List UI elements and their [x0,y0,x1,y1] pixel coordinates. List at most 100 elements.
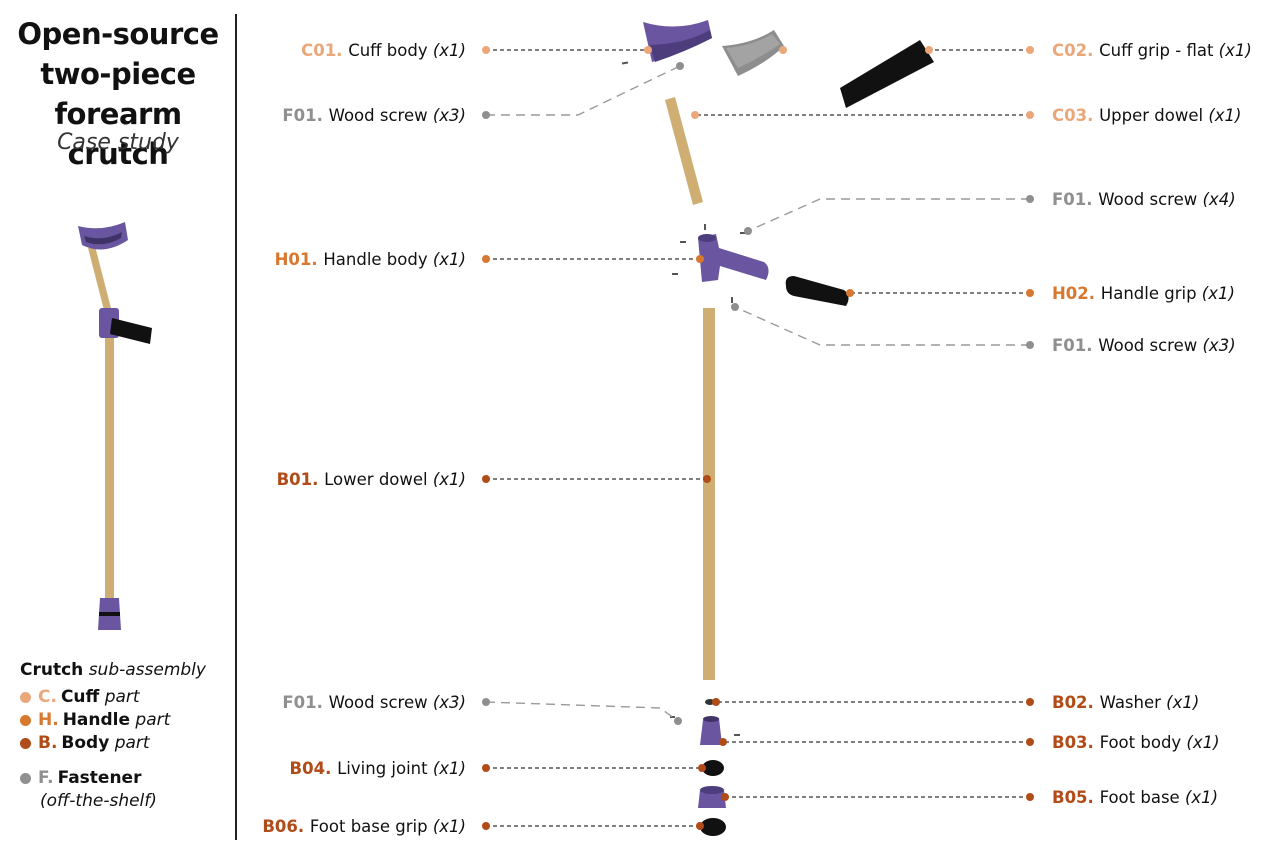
title-line: Open-source [17,17,219,51]
screw-icon [670,716,675,718]
leader-line-f01b [747,198,1030,232]
part-qty: (x1) [1185,788,1218,807]
part-label-h02: H02. Handle grip (x1) [1052,284,1235,303]
part-label-f01a: F01. Wood screw (x3) [282,106,466,125]
part-code: B01. [277,470,325,489]
part-label-c01: C01. Cuff body (x1) [301,41,466,60]
legend-name: Cuff [60,687,100,707]
leader-dot-icon [925,46,933,54]
part-name: Lower dowel [324,470,433,489]
part-code: F01. [282,106,328,125]
part-qty: (x1) [1186,733,1219,752]
legend-fastener-note: (off-the-shelf) [40,791,157,811]
part-label-b04: B04. Living joint (x1) [290,759,466,778]
leader-dot-icon [703,475,711,483]
part-name: Foot base [1100,788,1185,807]
leader-dot-icon [1026,698,1034,706]
part-qty: (x1) [433,250,466,269]
page-subtitle: Case study [57,130,179,155]
screw-icon [734,734,740,736]
page-title: Open-source two-piece forearm crutch [0,14,236,174]
title-line: forearm crutch [54,97,182,171]
part-code: C01. [301,41,348,60]
leader-dot-icon [482,822,490,830]
part-code: B05. [1052,788,1100,807]
legend-item-fastener: F.Fastener [20,767,230,790]
legend-name: Body [61,733,110,753]
screw-icon [680,241,686,243]
screw-icon [672,273,678,275]
leader-dot-icon [1026,793,1034,801]
leader-dot-icon [779,46,787,54]
part-name: Upper dowel [1099,106,1208,125]
screw-icon [731,297,733,303]
part-qty: (x1) [433,759,466,778]
screw-icons [621,61,746,736]
part-name: Wood screw [1098,336,1202,355]
legend-item-cuff: C.Cuff part [20,686,230,709]
part-label-b03: B03. Foot body (x1) [1052,733,1220,752]
part-qty: (x1) [433,41,466,60]
cuff-grip-part-light [726,34,780,68]
screw-icon [704,224,706,230]
part-qty: (x3) [433,106,466,125]
part-code: B03. [1052,733,1100,752]
leader-line-f01d [485,701,679,722]
foot-base-grip-part [700,818,726,836]
part-name: Wood screw [329,693,433,712]
leader-dot-icon [482,698,490,706]
part-name: Wood screw [1098,190,1202,209]
leader-dot-icon [696,822,704,830]
foot-body-part [700,718,722,745]
part-code: H02. [1052,284,1101,303]
part-code: B04. [290,759,338,778]
part-qty: (x1) [1219,41,1252,60]
leader-dot-icon [482,111,490,119]
screw-icon [621,61,629,65]
part-label-c03: C03. Upper dowel (x1) [1052,106,1241,125]
legend-name: Fastener [57,768,142,788]
part-code: B06. [262,817,310,836]
legend: Crutch sub-assembly C.Cuff part H.Handle… [20,660,230,813]
leader-line-f01c [734,306,1030,346]
part-code: F01. [1052,336,1098,355]
part-code: C02. [1052,41,1099,60]
exploded-parts [621,20,934,836]
legend-letter: C. [38,687,57,707]
leader-dot-icon [691,111,699,119]
part-label-c02: C02. Cuff grip - flat (x1) [1052,41,1252,60]
part-name: Handle grip [1101,284,1202,303]
legend-heading-italic: sub-assembly [88,660,206,680]
upper-dowel-part [665,97,703,205]
legend-suffix: part [114,733,150,753]
legend-suffix: part [135,710,171,730]
part-qty: (x3) [433,693,466,712]
part-name: Handle body [323,250,432,269]
legend-item-handle: H.Handle part [20,709,230,732]
part-label-f01d: F01. Wood screw (x3) [282,693,466,712]
part-label-f01c: F01. Wood screw (x3) [1052,336,1236,355]
legend-dot-icon [20,737,31,749]
part-name: Foot base grip [310,817,433,836]
leader-dot-icon [698,764,706,772]
assembled-lower-dowel [105,332,114,600]
part-code: F01. [1052,190,1098,209]
leader-dot-icon [721,793,729,801]
leader-dot-icon [1026,111,1034,119]
legend-dot-icon [20,772,31,784]
foot-base-part-top [700,786,724,794]
leader-dot-icon [696,255,704,263]
part-qty: (x4) [1203,190,1236,209]
legend-heading-bold: Crutch [20,660,84,680]
legend-dot-icon [20,714,31,726]
leader-dot-icon [674,717,682,725]
part-code: F01. [282,693,328,712]
legend-letter: F. [38,768,54,788]
screw-icon [740,232,746,234]
leader-dot-icon [846,289,854,297]
part-code: C03. [1052,106,1099,125]
legend-item-body: B.Body part [20,732,230,755]
legend-name: Handle [62,710,131,730]
leader-dot-icon [482,46,490,54]
